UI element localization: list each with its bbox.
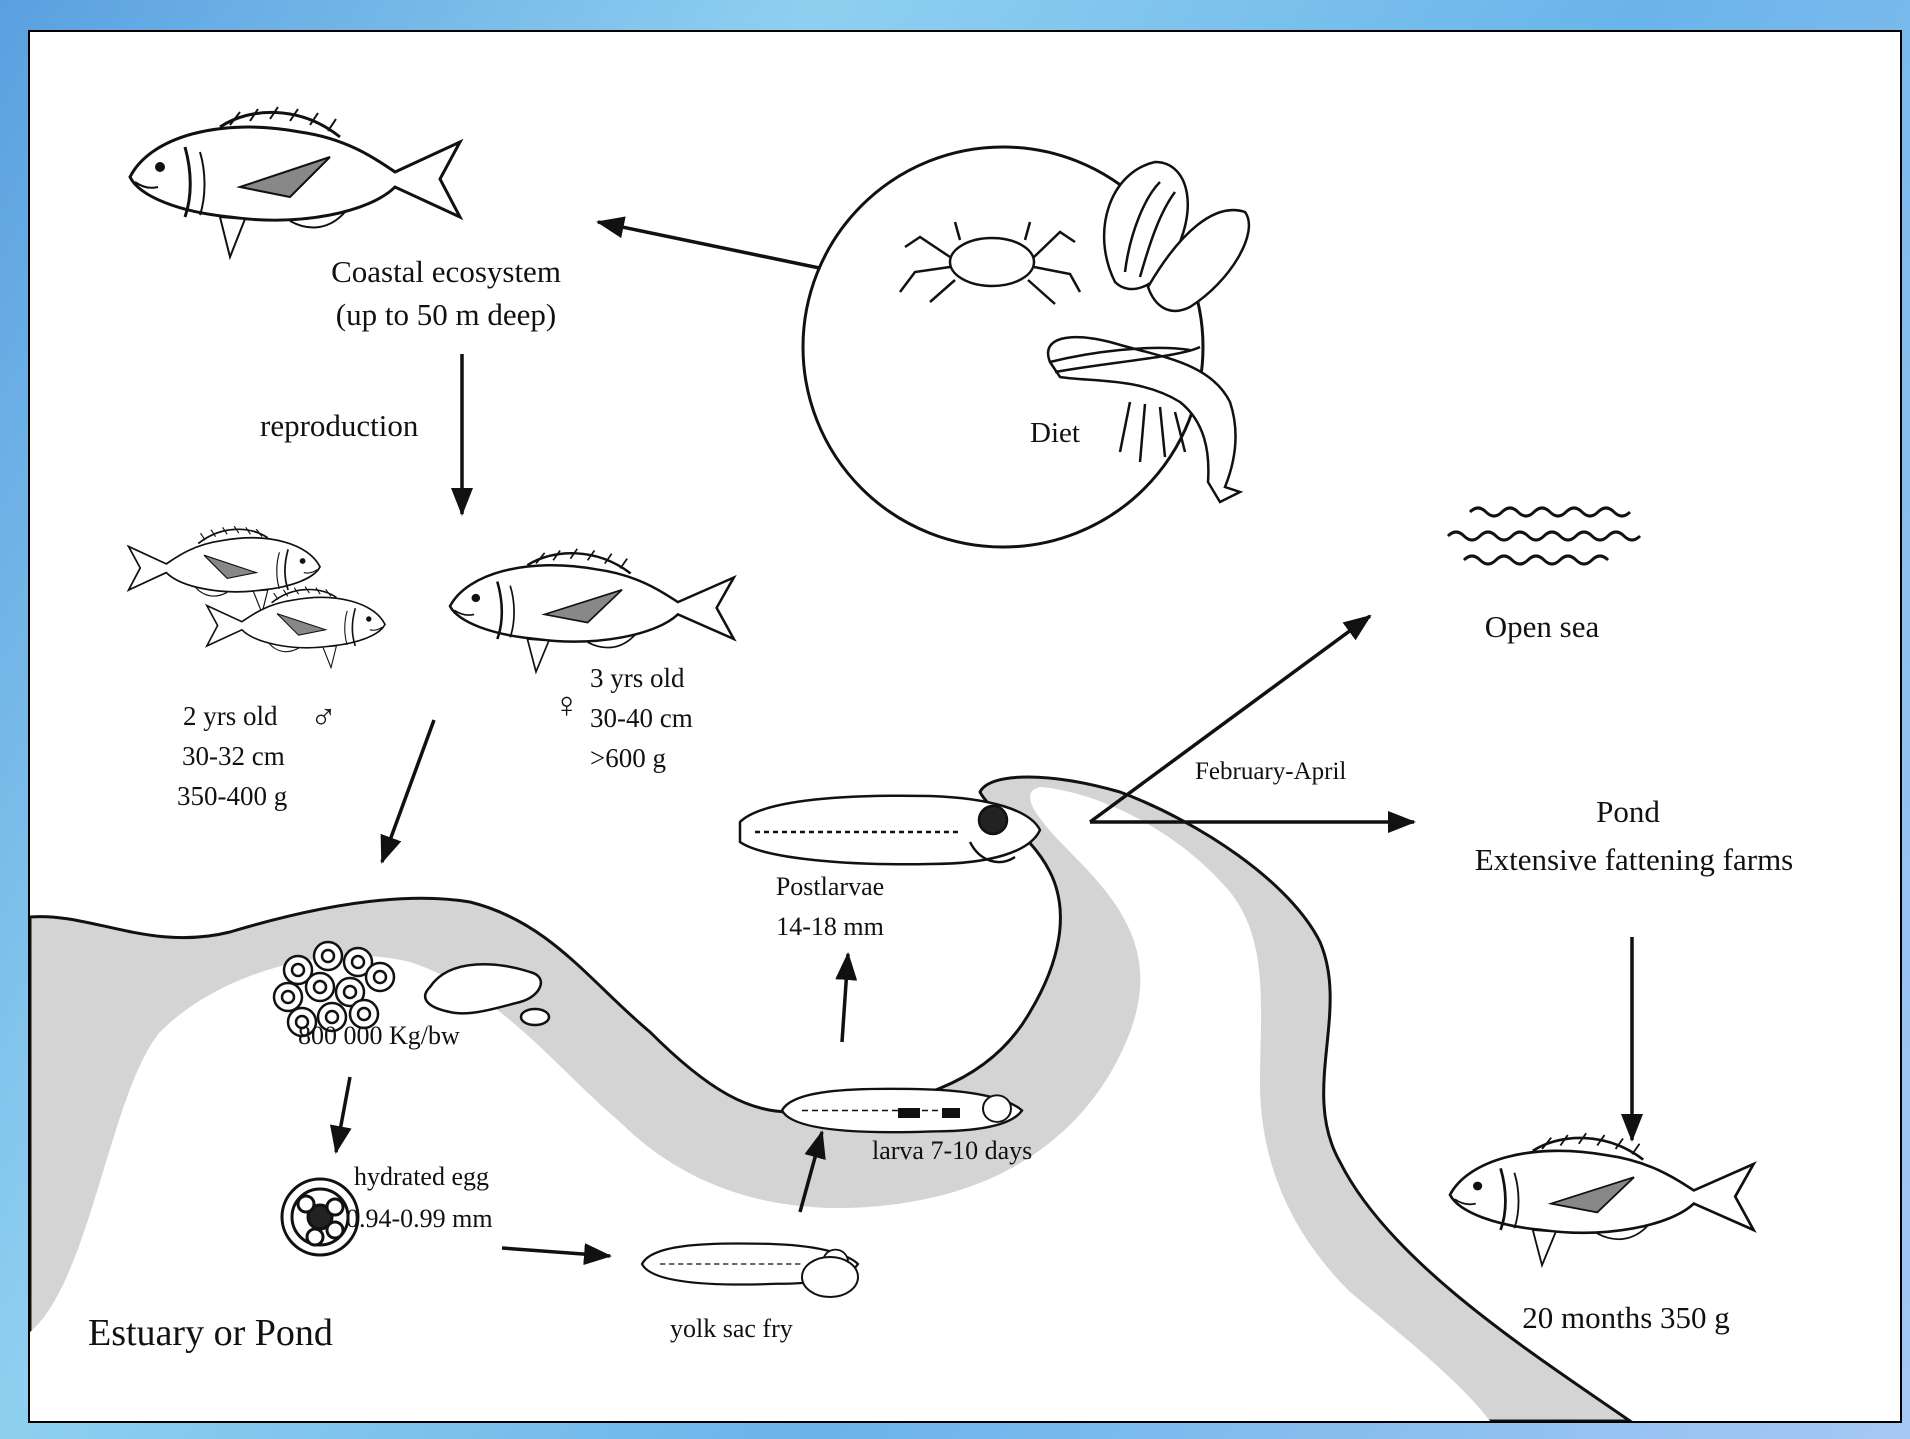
yolk-sac-label: yolk sac fry [670,1314,793,1343]
arrow-adults-to-eggs [382,720,434,862]
waves-icon [1448,508,1640,564]
final-fish [1450,1133,1754,1265]
eggs-label: 800 000 Kg/bw [298,1021,460,1050]
male-symbol: ♂ [310,697,337,737]
lifecycle-diagram: Coastal ecosystem (up to 50 m deep) repr… [30,32,1900,1421]
season-label: February-April [1195,758,1346,785]
hydrated-egg-label-2: 0.94-0.99 mm [346,1204,493,1233]
mussel-icon [1104,162,1249,311]
female-symbol: ♀ [553,685,580,725]
male-fish-2 [207,587,385,668]
postlarvae-icon [740,796,1040,865]
pond-label-2: Extensive fattening farms [1475,842,1794,877]
male-weight-label: 350-400 g [177,781,287,811]
postlarvae-label-2: 14-18 mm [776,912,884,941]
larva-pigment-1 [898,1108,920,1118]
female-age-label: 3 yrs old [590,663,685,693]
female-weight-label: >600 g [590,743,666,773]
male-age-label: 2 yrs old [183,701,278,731]
larva-label: larva 7-10 days [872,1136,1032,1165]
coastal-label-1: Coastal ecosystem [331,254,561,289]
diagram-frame: Coastal ecosystem (up to 50 m deep) repr… [28,30,1902,1423]
arrow-to-open-sea [1090,616,1370,822]
female-fish [450,549,734,672]
open-sea-label: Open sea [1485,609,1600,644]
arrow-diet-to-coastal [598,222,853,275]
female-length-label: 30-40 cm [590,703,693,733]
final-label: 20 months 350 g [1522,1300,1730,1335]
coastal-label-2: (up to 50 m deep) [336,297,556,332]
yolk-sac [802,1257,858,1297]
arrow-larva-to-postlarvae [842,954,848,1042]
diet-label: Diet [1030,417,1080,449]
coastal-fish [130,107,460,257]
pond-label-1: Pond [1596,794,1660,829]
estuary-label: Estuary or Pond [88,1312,333,1354]
larva-pigment-2 [942,1108,960,1118]
male-length-label: 30-32 cm [182,741,285,771]
reproduction-label: reproduction [260,408,419,443]
postlarvae-label-1: Postlarvae [776,872,884,901]
hydrated-egg-label-1: hydrated egg [354,1162,489,1191]
